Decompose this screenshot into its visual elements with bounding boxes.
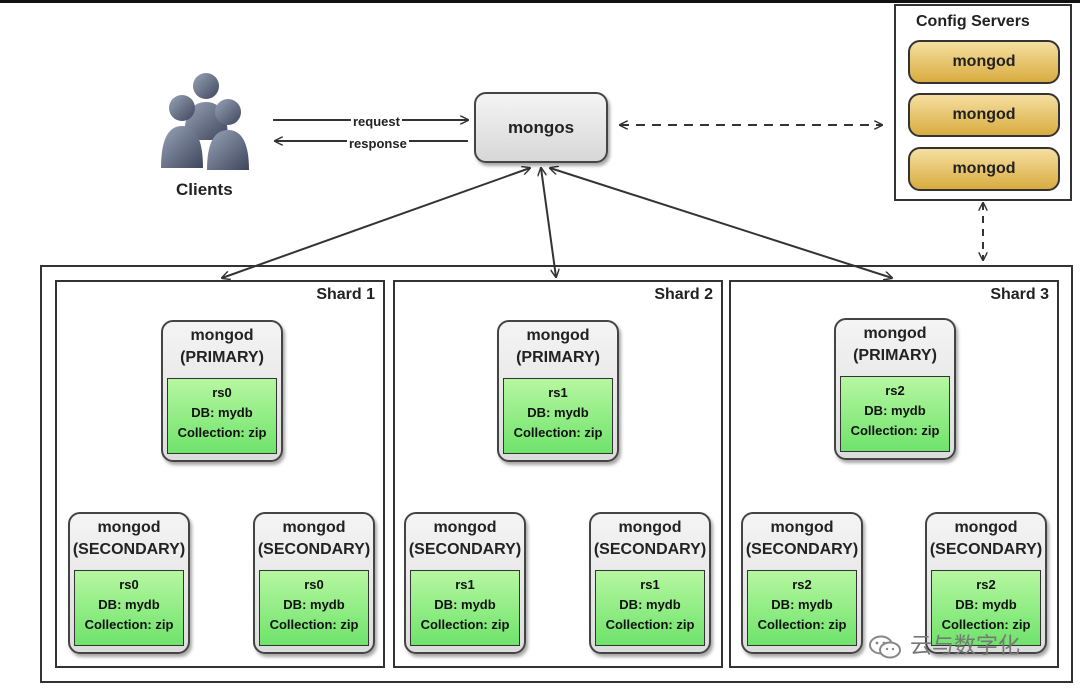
node-name: mongod [618,519,682,536]
node-role: (PRIMARY) [516,349,600,366]
secondary-node[interactable]: mongod (SECONDARY) rs0 DB: mydb Collecti… [253,512,375,654]
replica-info: rs1 DB: mydb Collection: zip [410,570,520,646]
db-name: DB: mydb [98,597,160,612]
primary-node[interactable]: mongod (PRIMARY) rs0 DB: mydb Collection… [161,320,283,462]
secondary-node[interactable]: mongod (SECONDARY) rs1 DB: mydb Collecti… [404,512,526,654]
top-border [0,0,1080,3]
node-role: (SECONDARY) [257,541,371,558]
response-label: response [347,136,409,151]
secondary-node[interactable]: mongod (SECONDARY) rs0 DB: mydb Collecti… [68,512,190,654]
shard-title: Shard 3 [990,286,1049,303]
watermark-text: 云与数字化 [910,633,1021,658]
mongos-shard1-link [222,168,530,278]
replica-info: rs0 DB: mydb Collection: zip [259,570,369,646]
config-server-node[interactable]: mongod [908,147,1060,191]
db-name: DB: mydb [771,597,833,612]
replica-set-name: rs2 [885,383,905,398]
replica-set-name: rs0 [304,577,324,592]
node-role: (SECONDARY) [745,541,859,558]
request-label: request [351,114,402,129]
db-name: DB: mydb [527,405,589,420]
node-role: (SECONDARY) [593,541,707,558]
node-name: mongod [282,519,346,536]
node-role: (PRIMARY) [853,347,937,364]
config-server-node[interactable]: mongod [908,40,1060,84]
replica-info: rs2 DB: mydb Collection: zip [747,570,857,646]
collection-name: Collection: zip [941,617,1031,632]
node-name: mongod [433,519,497,536]
node-name: mongod [863,325,927,342]
shards-cluster [40,265,1073,683]
collection-name: Collection: zip [177,425,267,440]
secondary-node[interactable]: mongod (SECONDARY) rs1 DB: mydb Collecti… [589,512,711,654]
replica-info: rs1 DB: mydb Collection: zip [595,570,705,646]
replica-set-name: rs1 [640,577,660,592]
db-name: DB: mydb [191,405,253,420]
replica-info: rs2 DB: mydb Collection: zip [931,570,1041,646]
mongos-router[interactable]: mongos [474,92,608,163]
db-name: DB: mydb [283,597,345,612]
replica-set-name: rs0 [119,577,139,592]
db-name: DB: mydb [955,597,1017,612]
clients-label: Clients [176,180,233,199]
clients-icon [161,73,249,170]
primary-node[interactable]: mongod (PRIMARY) rs2 DB: mydb Collection… [834,318,956,460]
watermark: 云与数字化 [868,628,1020,660]
collection-name: Collection: zip [420,617,510,632]
primary-node[interactable]: mongod (PRIMARY) rs1 DB: mydb Collection… [497,320,619,462]
db-name: DB: mydb [864,403,926,418]
node-role: (SECONDARY) [72,541,186,558]
replica-set-name: rs0 [212,385,232,400]
shard-title: Shard 1 [316,286,375,303]
replica-info: rs1 DB: mydb Collection: zip [503,378,613,454]
mongos-shard2-link [541,168,556,277]
replica-info: rs2 DB: mydb Collection: zip [840,376,950,452]
collection-name: Collection: zip [84,617,174,632]
node-role: (SECONDARY) [929,541,1043,558]
mongos-shard3-link [550,168,892,278]
config-servers-panel: Config Servers mongod mongod mongod [894,4,1072,201]
replica-set-name: rs1 [455,577,475,592]
replica-set-name: rs1 [548,385,568,400]
node-name: mongod [526,327,590,344]
node-role: (PRIMARY) [180,349,264,366]
db-name: DB: mydb [619,597,681,612]
shard-title: Shard 2 [654,286,713,303]
node-name: mongod [770,519,834,536]
replica-info: rs0 DB: mydb Collection: zip [167,378,277,454]
secondary-node[interactable]: mongod (SECONDARY) rs2 DB: mydb Collecti… [925,512,1047,654]
replica-info: rs0 DB: mydb Collection: zip [74,570,184,646]
secondary-node[interactable]: mongod (SECONDARY) rs2 DB: mydb Collecti… [741,512,863,654]
node-name: mongod [97,519,161,536]
collection-name: Collection: zip [757,617,847,632]
collection-name: Collection: zip [605,617,695,632]
collection-name: Collection: zip [850,423,940,438]
config-server-node[interactable]: mongod [908,93,1060,137]
config-servers-title: Config Servers [916,13,1030,30]
collection-name: Collection: zip [513,425,603,440]
node-role: (SECONDARY) [408,541,522,558]
node-name: mongod [954,519,1018,536]
replica-set-name: rs2 [792,577,812,592]
db-name: DB: mydb [434,597,496,612]
collection-name: Collection: zip [269,617,359,632]
replica-set-name: rs2 [976,577,996,592]
node-name: mongod [190,327,254,344]
wechat-icon [869,635,901,659]
